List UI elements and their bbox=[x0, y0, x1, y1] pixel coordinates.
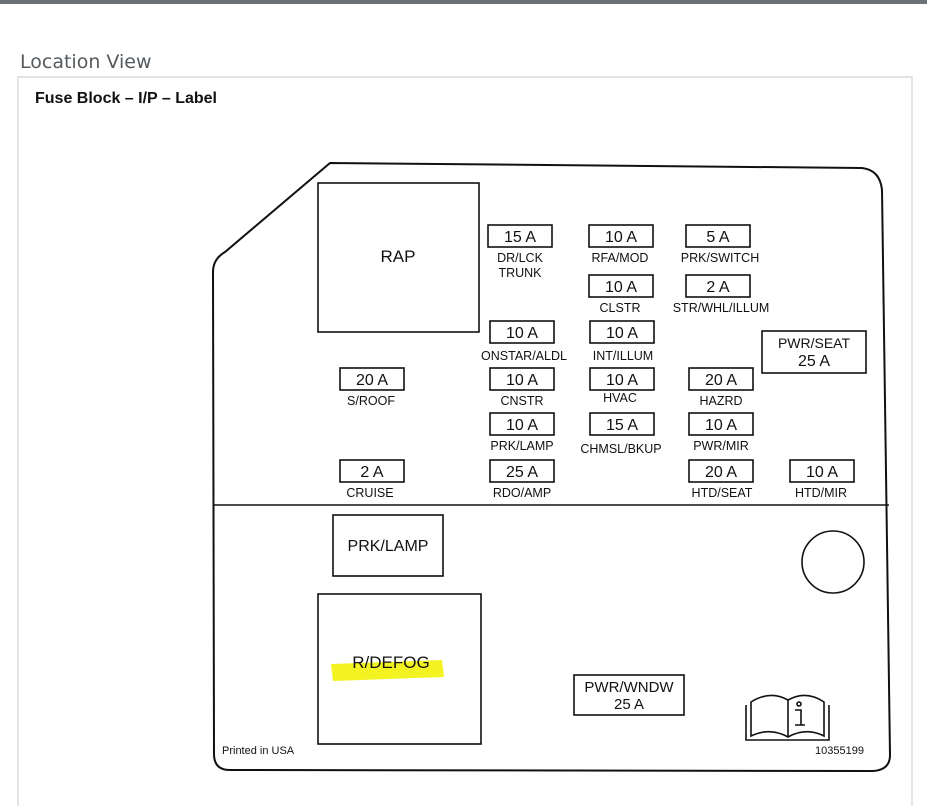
fuse-box bbox=[685, 224, 751, 248]
fuse-box bbox=[688, 412, 754, 436]
fuse-int-illum: 10 A INT/ILLUM bbox=[589, 320, 655, 363]
fuse-rdo-amp: 25 A RDO/AMP bbox=[489, 459, 555, 500]
circle-cutout bbox=[801, 530, 865, 594]
fuse-hvac: 10 A HVAC bbox=[589, 367, 655, 405]
fuse-label: HTD/MIR bbox=[795, 486, 847, 500]
fuse-box bbox=[339, 367, 405, 391]
r-defog-label: R/DEFOG bbox=[352, 653, 429, 672]
prk-lamp-relay-label: PRK/LAMP bbox=[348, 538, 429, 555]
fuse-label: ONSTAR/ALDL bbox=[481, 349, 567, 363]
fuse-chmsl-bkup: 15 A CHMSL/BKUP bbox=[580, 412, 662, 456]
fuse-box bbox=[685, 274, 751, 298]
prk-lamp-relay bbox=[332, 514, 444, 577]
fuse-cnstr: 10 A CNSTR bbox=[489, 367, 555, 408]
fuse-label: CNSTR bbox=[500, 394, 543, 408]
fuse-amp: 10 A bbox=[806, 464, 838, 481]
rap-label: RAP bbox=[381, 247, 416, 266]
pwr-seat-amp: 25 A bbox=[798, 353, 830, 370]
fuse-htd-seat: 20 A HTD/SEAT bbox=[688, 459, 754, 500]
fuse-label: HAZRD bbox=[699, 394, 742, 408]
fuse-label: PWR/MIR bbox=[693, 439, 749, 453]
pwr-seat-relay bbox=[761, 330, 867, 374]
fuse-amp: 10 A bbox=[605, 279, 637, 296]
highlight-mark bbox=[331, 660, 444, 681]
pwr-seat-label: PWR/SEAT bbox=[778, 335, 851, 351]
fuse-amp: 10 A bbox=[606, 325, 638, 342]
fuse-amp: 20 A bbox=[705, 372, 737, 389]
fuse-box bbox=[487, 224, 553, 248]
pwr-wndw-amp: 25 A bbox=[614, 696, 644, 713]
fuse-label: PRK/SWITCH bbox=[681, 251, 759, 265]
fuse-prk-switch: 5 A PRK/SWITCH bbox=[681, 224, 759, 265]
fuse-amp: 10 A bbox=[606, 372, 638, 389]
fuse-pwr-mir: 10 A PWR/MIR bbox=[688, 412, 754, 453]
pwr-wndw-label: PWR/WNDW bbox=[584, 679, 674, 696]
fuse-amp: 25 A bbox=[506, 464, 538, 481]
fuse-box bbox=[688, 459, 754, 483]
fuse-label: CRUISE bbox=[346, 486, 393, 500]
fuse-amp: 10 A bbox=[506, 417, 538, 434]
fuse-amp: 10 A bbox=[605, 229, 637, 246]
fuse-label-line2: TRUNK bbox=[498, 266, 542, 280]
fuse-box bbox=[339, 459, 405, 483]
fuse-label: S/ROOF bbox=[347, 394, 395, 408]
fuse-label: INT/ILLUM bbox=[593, 349, 653, 363]
fuse-box bbox=[589, 320, 655, 344]
pwr-wndw-relay bbox=[573, 674, 685, 716]
fuse-label: PRK/LAMP bbox=[490, 439, 553, 453]
diagram-title: Fuse Block – I/P – Label bbox=[35, 90, 217, 107]
fuse-box bbox=[789, 459, 855, 483]
fuse-box bbox=[589, 367, 655, 391]
fuse-cruise: 2 A CRUISE bbox=[339, 459, 405, 500]
fuse-htd-mir: 10 A HTD/MIR bbox=[789, 459, 855, 500]
fuse-amp: 10 A bbox=[506, 372, 538, 389]
fuse-block-outline bbox=[211, 161, 892, 773]
fuse-amp: 10 A bbox=[506, 325, 538, 342]
fuse-label: CLSTR bbox=[600, 301, 641, 315]
fuse-box bbox=[589, 412, 655, 436]
fuse-box bbox=[489, 320, 555, 344]
fuse-label: STR/WHL/ILLUM bbox=[673, 301, 770, 315]
fuse-prk-lamp: 10 A PRK/LAMP bbox=[489, 412, 555, 453]
fuse-box bbox=[588, 224, 654, 248]
fuse-amp: 10 A bbox=[705, 417, 737, 434]
fuse-box bbox=[688, 367, 754, 391]
fuse-box bbox=[588, 274, 654, 298]
fuse-amp: 2 A bbox=[360, 464, 383, 481]
fuse-hazrd: 20 A HAZRD bbox=[688, 367, 754, 408]
printed-in-usa: Printed in USA bbox=[222, 745, 295, 757]
fuse-box bbox=[489, 367, 555, 391]
fuse-label: HVAC bbox=[603, 391, 637, 405]
fuse-s-roof: 20 A S/ROOF bbox=[339, 367, 405, 408]
manual-book-icon bbox=[745, 694, 830, 741]
fuse-label: CHMSL/BKUP bbox=[580, 442, 661, 456]
fuse-box bbox=[489, 459, 555, 483]
fuse-label: DR/LCK bbox=[497, 251, 544, 265]
fuse-box bbox=[489, 412, 555, 436]
fuse-rfa-mod: 10 A RFA/MOD bbox=[588, 224, 654, 265]
r-defog-relay bbox=[317, 593, 482, 745]
fuse-amp: 15 A bbox=[504, 229, 536, 246]
fuse-label: RDO/AMP bbox=[493, 486, 551, 500]
fuse-onstar-aldl: 10 A ONSTAR/ALDL bbox=[481, 320, 567, 363]
fuse-label: HTD/SEAT bbox=[692, 486, 753, 500]
section-title: Location View bbox=[20, 51, 152, 73]
diagram-frame bbox=[17, 76, 913, 806]
fuse-amp: 2 A bbox=[706, 279, 729, 296]
fuse-label: RFA/MOD bbox=[592, 251, 649, 265]
fuse-amp: 20 A bbox=[356, 372, 388, 389]
fuse-amp: 5 A bbox=[706, 229, 729, 246]
top-bar bbox=[0, 0, 927, 4]
rap-relay bbox=[317, 182, 480, 333]
fuse-str-whl-illum: 2 A STR/WHL/ILLUM bbox=[673, 274, 770, 315]
part-number: 10355199 bbox=[815, 745, 864, 757]
fuse-amp: 20 A bbox=[705, 464, 737, 481]
fuse-clstr: 10 A CLSTR bbox=[588, 274, 654, 315]
fuse-amp: 15 A bbox=[606, 417, 638, 434]
